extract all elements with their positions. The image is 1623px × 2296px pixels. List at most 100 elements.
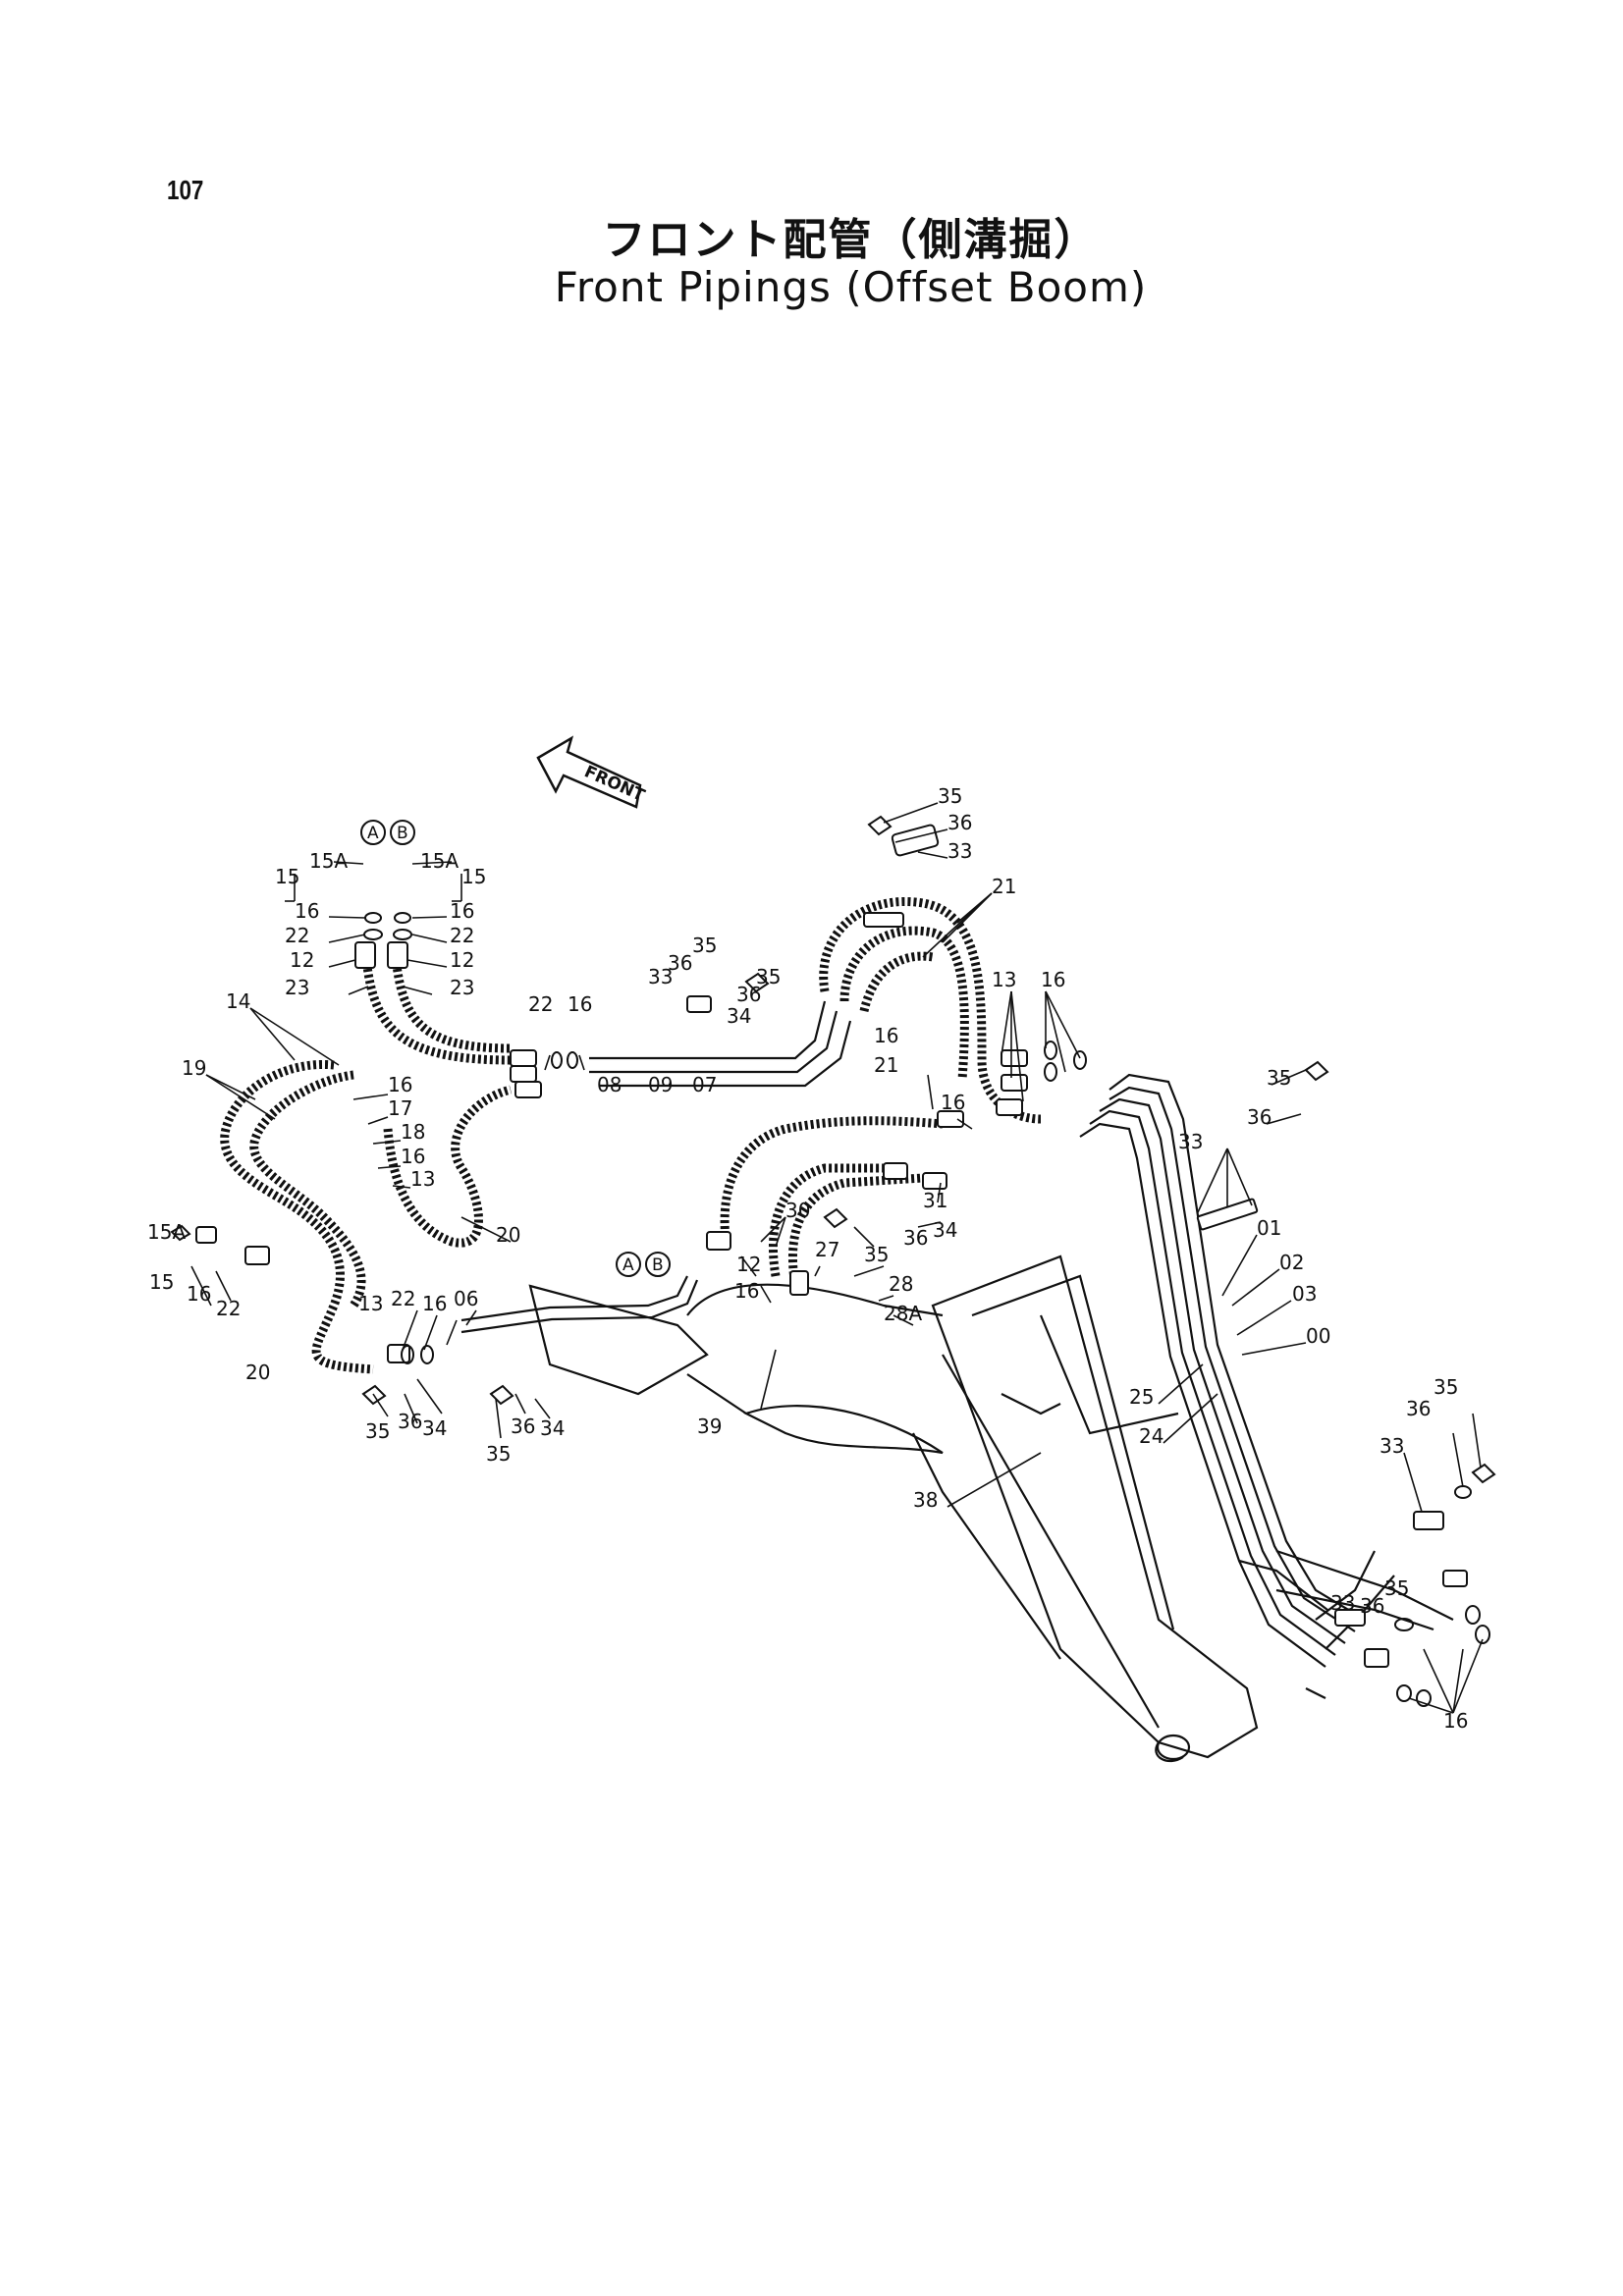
callout-label: 35: [1384, 1576, 1409, 1600]
callout-label: 36: [1247, 1105, 1271, 1129]
connection-marker-b-top: B: [390, 820, 415, 845]
callout-label: 24: [1139, 1424, 1163, 1448]
callout-label: 33: [947, 839, 972, 863]
callout-label: 02: [1279, 1251, 1304, 1274]
callout-label: 36: [398, 1410, 422, 1433]
callout-label: 16: [401, 1145, 425, 1168]
title-english: Front Pipings (Offset Boom): [554, 263, 1148, 311]
callout-label: 16: [734, 1279, 759, 1303]
callout-label: 21: [874, 1053, 898, 1077]
callout-label: 20: [245, 1361, 270, 1384]
callout-label: 22: [285, 924, 309, 947]
callout-label: 39: [697, 1415, 722, 1438]
callout-label: 16: [422, 1292, 447, 1315]
callout-label: 34: [540, 1416, 565, 1440]
callout-label: 20: [496, 1223, 520, 1247]
callout-label: 31: [923, 1189, 947, 1212]
callout-label: 36: [668, 951, 692, 975]
callout-label: 15: [461, 865, 486, 888]
callout-label: 25: [1129, 1385, 1154, 1409]
callout-label: 16: [295, 899, 319, 923]
callout-label: 33: [1330, 1591, 1355, 1615]
callout-label: 36: [1406, 1397, 1431, 1420]
front-arrow-label: FRONT: [581, 762, 648, 806]
callout-label: 22: [216, 1297, 241, 1320]
callout-label: 19: [182, 1056, 206, 1080]
left-rigid-pipes: [460, 1000, 852, 1334]
callout-label: 16: [1041, 968, 1065, 991]
svg-text:A: A: [367, 824, 379, 843]
callout-label: 09: [648, 1073, 673, 1096]
callout-label: 34: [422, 1416, 447, 1440]
bolts: [170, 815, 1496, 1484]
callout-label: 28: [889, 1272, 913, 1296]
callout-label: 16: [187, 1282, 211, 1306]
callout-label: 17: [388, 1096, 412, 1120]
callout-label: 36: [511, 1415, 535, 1438]
callout-label: 15: [149, 1270, 174, 1294]
callout-label: 16: [388, 1073, 412, 1096]
callout-label: 12: [736, 1253, 761, 1276]
boom-outline: [528, 1255, 1259, 1763]
callout-label: 35: [756, 965, 781, 988]
callout-label: 22: [391, 1287, 415, 1310]
callout-label: 33: [648, 965, 673, 988]
callout-label: 15A: [309, 849, 348, 873]
callout-label: 23: [450, 976, 474, 999]
callout-label: 35: [938, 784, 962, 808]
callout-label: 16: [941, 1091, 965, 1114]
callout-label: 12: [450, 948, 474, 972]
callout-label: 34: [727, 1004, 751, 1028]
leader-lines: [190, 802, 1484, 1714]
title-japanese: フロント配管（側溝掘）: [602, 215, 1100, 265]
callout-label: 15A: [147, 1220, 186, 1244]
flexible-hoses: [220, 897, 1042, 1374]
connection-marker-a-lower: A: [616, 1252, 641, 1277]
callout-label: 23: [285, 976, 309, 999]
callout-label: 35: [365, 1419, 390, 1443]
callout-label: 16: [1443, 1709, 1468, 1733]
pipe-fittings: [195, 824, 1468, 1668]
callout-label: 36: [1360, 1594, 1384, 1618]
callout-label: 01: [1257, 1216, 1281, 1240]
callout-label: 35: [1267, 1066, 1291, 1090]
callout-label: 03: [1292, 1282, 1317, 1306]
callout-label: 21: [992, 875, 1016, 898]
callout-label: 13: [358, 1292, 383, 1315]
callout-label: 35: [692, 934, 717, 957]
svg-text:B: B: [652, 1255, 664, 1275]
callout-label: 08: [597, 1073, 622, 1096]
callout-label: 30: [785, 1199, 810, 1222]
callout-label: 33: [1380, 1434, 1404, 1458]
connection-marker-b-lower: B: [645, 1252, 671, 1277]
callout-label: 00: [1306, 1324, 1330, 1348]
front-direction-arrow: FRONT: [536, 735, 648, 809]
callout-label: 16: [568, 992, 592, 1016]
callout-label: 16: [450, 899, 474, 923]
callout-label: 28A: [884, 1302, 922, 1325]
callout-label: 14: [226, 989, 250, 1013]
callout-label: 22: [528, 992, 553, 1016]
callout-label: 35: [1434, 1375, 1458, 1399]
callout-label: 36: [903, 1226, 928, 1250]
callout-label: 36: [736, 983, 761, 1006]
svg-text:B: B: [397, 824, 408, 843]
callout-label: 34: [933, 1218, 957, 1242]
callout-label: 36: [947, 811, 972, 834]
page-number: 107: [167, 175, 204, 205]
callout-label: 13: [992, 968, 1016, 991]
callout-label: 35: [864, 1243, 889, 1266]
callout-label: 27: [815, 1238, 839, 1261]
callout-label: 12: [290, 948, 314, 972]
callout-label: 33: [1178, 1130, 1203, 1153]
connection-marker-a-top: A: [360, 820, 386, 845]
callout-label: 07: [692, 1073, 717, 1096]
callout-label: 13: [410, 1167, 435, 1191]
svg-text:A: A: [622, 1255, 634, 1275]
callout-label: 18: [401, 1120, 425, 1144]
callout-label: 22: [450, 924, 474, 947]
callout-label: 06: [454, 1287, 478, 1310]
callout-label: 15A: [420, 849, 459, 873]
